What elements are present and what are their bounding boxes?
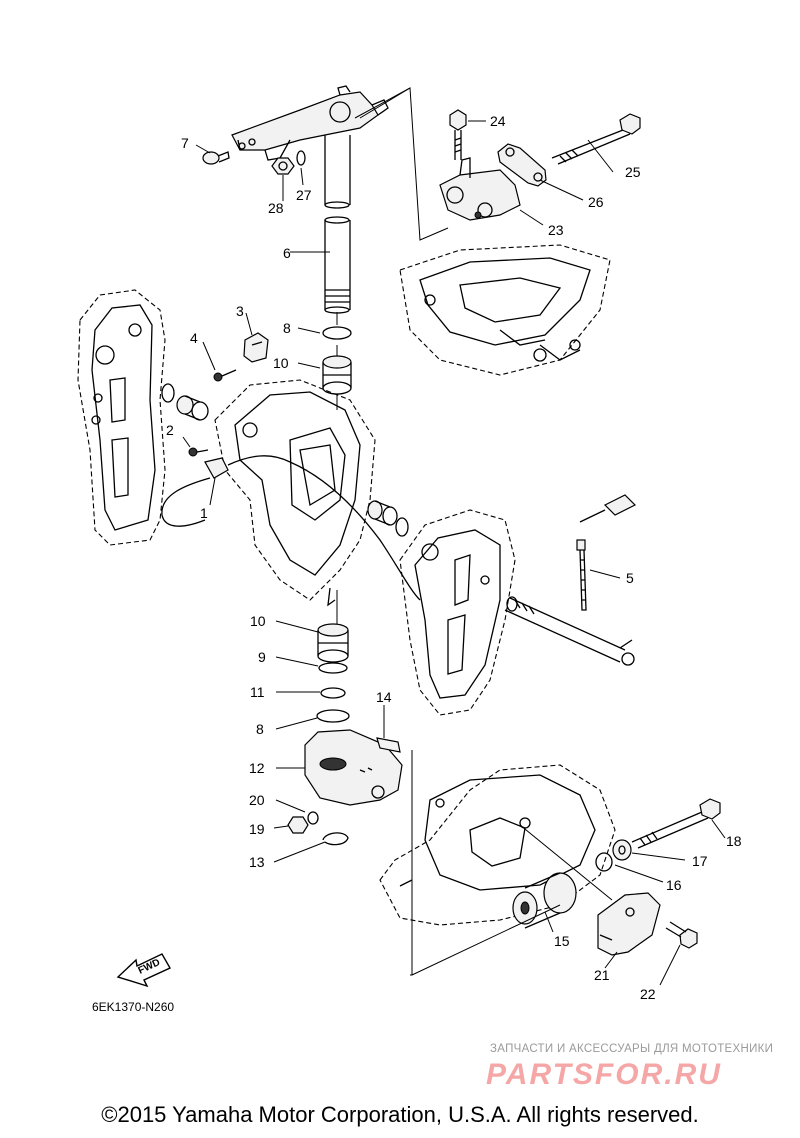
- watermark-subtitle: ЗАПЧАСТИ И АКСЕССУАРЫ ДЛЯ МОТОТЕХНИКИ: [490, 1043, 774, 1055]
- bolt-7: [202, 151, 230, 165]
- steering-shaft: [324, 135, 351, 314]
- leader-lines: [182, 120, 726, 986]
- callout-10b: 10: [250, 613, 266, 629]
- bolt-25: [551, 113, 641, 165]
- bolt-22: [665, 921, 698, 949]
- callout-11: 11: [250, 684, 265, 700]
- callout-17: 17: [692, 853, 708, 869]
- watermark-logo: PARTSFOR.RU: [486, 1058, 722, 1091]
- rubber-mount-15: [512, 872, 577, 929]
- callout-22: 22: [640, 986, 656, 1002]
- callout-5: 5: [626, 570, 634, 586]
- callout-15: 15: [554, 933, 570, 949]
- cable-tie-5: [576, 539, 587, 611]
- screw-4: [213, 369, 237, 382]
- bushing-right: [367, 500, 398, 526]
- callout-19: 19: [249, 821, 265, 837]
- callout-26: 26: [588, 194, 604, 210]
- bushing-10-upper: [322, 355, 352, 395]
- callout-21: 21: [594, 967, 610, 983]
- tilt-tube: [504, 596, 635, 666]
- callout-14: 14: [376, 689, 392, 705]
- callout-4: 4: [190, 330, 198, 346]
- callout-3: 3: [236, 303, 244, 319]
- bushing-left: [176, 395, 209, 421]
- callout-8b: 8: [256, 721, 264, 737]
- lead-wire-1: [161, 455, 421, 601]
- callout-28: 28: [268, 200, 284, 216]
- callout-25: 25: [625, 164, 641, 180]
- callout-8: 8: [283, 320, 291, 336]
- clip-13: [322, 832, 349, 846]
- plate-26: [497, 143, 547, 187]
- screw-2: [188, 447, 209, 457]
- callout-labels: 1 2 3 4 5 6 7 8 8 9 10 10 11 12 13 14 15…: [166, 113, 742, 1002]
- callout-27: 27: [296, 187, 312, 203]
- washer-11: [320, 687, 346, 699]
- connector: [579, 494, 637, 523]
- lower-casing: [379, 764, 616, 926]
- callout-2: 2: [166, 422, 174, 438]
- washer-8-upper: [322, 326, 352, 340]
- callout-9: 9: [258, 649, 266, 665]
- lower-yoke-12: [304, 729, 403, 806]
- washer-20: [307, 811, 319, 825]
- clamp-bracket-right: [399, 509, 516, 716]
- copyright-notice: ©2015 Yamaha Motor Corporation, U.S.A. A…: [101, 1102, 699, 1127]
- washer-16: [595, 852, 613, 872]
- steering-arm: [231, 85, 389, 161]
- callout-20: 20: [249, 792, 265, 808]
- clip-14: [376, 737, 401, 753]
- callout-23: 23: [548, 222, 564, 238]
- callout-10: 10: [273, 355, 289, 371]
- clip-3: [243, 332, 269, 363]
- oring-9: [318, 662, 348, 674]
- callout-18: 18: [726, 833, 742, 849]
- cover-21: [597, 892, 661, 956]
- bolt-18: [631, 798, 721, 849]
- bolt-24: [449, 109, 467, 160]
- bushing-10-lower: [317, 623, 349, 663]
- fwd-arrow-icon: FWD: [116, 953, 171, 988]
- callout-16: 16: [666, 877, 682, 893]
- callout-24: 24: [490, 113, 506, 129]
- clamp-bracket-left: [77, 289, 166, 546]
- diagram-code: 6EK1370-N260: [92, 1000, 175, 1014]
- swivel-bracket: [214, 379, 376, 607]
- upper-mount-housing: [399, 244, 611, 376]
- nut-28: [271, 157, 295, 175]
- callout-7: 7: [181, 135, 189, 151]
- nut-19: [287, 816, 309, 834]
- callout-6: 6: [283, 245, 291, 261]
- washer-8-lower: [316, 709, 350, 723]
- callout-12: 12: [249, 760, 265, 776]
- washer-27: [296, 150, 306, 166]
- guide-line-upper: [354, 87, 449, 241]
- callout-13: 13: [249, 854, 265, 870]
- upper-mount-bracket: [439, 157, 521, 221]
- callout-1: 1: [200, 505, 208, 521]
- washer-17: [612, 839, 632, 861]
